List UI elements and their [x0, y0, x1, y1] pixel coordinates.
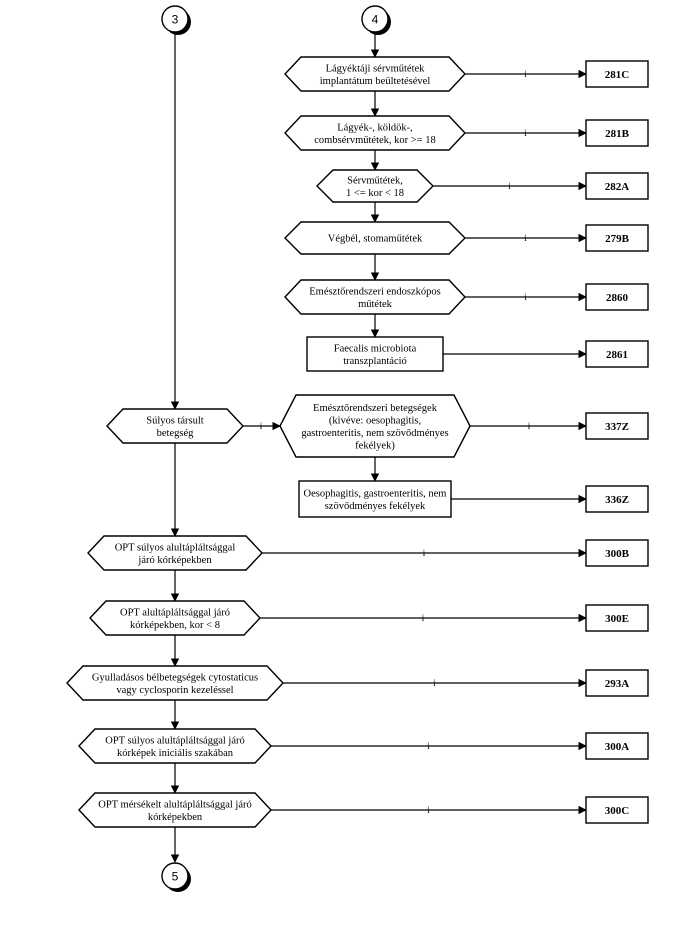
code-box-293A-text: 293A — [605, 678, 630, 690]
code-box-279B — [585, 224, 649, 252]
code-box-337Z-text: 337Z — [605, 421, 629, 433]
decision-right-2 — [316, 169, 434, 203]
code-box-2861 — [585, 340, 649, 368]
decision-right-3 — [284, 221, 466, 255]
decision-left-1 — [89, 600, 261, 636]
connector-5 — [161, 862, 189, 890]
code-box-281C-text: 281C — [605, 69, 630, 81]
decision-digestive-diseases-label: Emésztőrendszeri betegségek(kivéve: oeso… — [301, 403, 448, 452]
code-box-300C — [585, 796, 649, 824]
code-box-281B-text: 281B — [605, 128, 630, 140]
decision-right-1 — [284, 115, 466, 151]
code-box-336Z — [585, 485, 649, 513]
code-box-300A-text: 300A — [605, 741, 630, 753]
yes-tick-right-4: i — [524, 292, 527, 302]
code-box-2860-text: 2860 — [606, 292, 629, 304]
connector-4-label: 4 — [372, 13, 379, 27]
decision-right-0 — [284, 56, 466, 92]
decision-right-2-label: Sérvműtétek,1 <= kor < 18 — [346, 175, 404, 199]
code-box-2860 — [585, 283, 649, 311]
decision-left-3 — [78, 728, 272, 764]
decision-right-3-label: Végbél, stomaműtétek — [328, 234, 423, 245]
yes-tick-digestive: i — [528, 421, 531, 431]
code-box-336Z-text: 336Z — [605, 494, 629, 506]
code-box-279B-text: 279B — [605, 233, 630, 245]
yes-tick-left-2: i — [433, 678, 436, 688]
connector-5-label: 5 — [172, 870, 179, 884]
yes-tick-associated: i — [260, 421, 263, 431]
yes-tick-left-0: i — [423, 548, 426, 558]
code-box-281C — [585, 60, 649, 88]
yes-tick-left-3: i — [427, 741, 430, 751]
connector-3 — [161, 5, 189, 33]
code-box-282A — [585, 172, 649, 200]
decision-left-2 — [66, 665, 284, 701]
decision-associated-disease — [106, 408, 244, 444]
code-box-337Z — [585, 412, 649, 440]
process-right-5 — [306, 336, 444, 372]
decision-digestive-diseases — [279, 394, 471, 458]
code-box-293A — [585, 669, 649, 697]
yes-tick-right-1: i — [524, 128, 527, 138]
decision-left-4 — [78, 792, 272, 828]
code-box-300B — [585, 539, 649, 567]
code-box-300C-text: 300C — [605, 805, 630, 817]
code-box-300E-text: 300E — [605, 613, 629, 625]
yes-tick-left-4: i — [427, 805, 430, 815]
yes-tick-left-1: i — [422, 613, 425, 623]
decision-right-4 — [284, 279, 466, 315]
yes-tick-right-3: i — [524, 233, 527, 243]
yes-tick-right-0: i — [524, 69, 527, 79]
code-box-282A-text: 282A — [605, 181, 630, 193]
code-box-300A — [585, 732, 649, 760]
process-oesophagitis — [298, 480, 452, 518]
code-box-2861-text: 2861 — [606, 349, 628, 361]
code-box-281B — [585, 119, 649, 147]
code-box-300E — [585, 604, 649, 632]
connector-3-label: 3 — [172, 13, 179, 27]
edges-layer — [170, 32, 587, 863]
decision-right-1-label: Lágyék-, köldök-,combsérvműtétek, kor >=… — [314, 122, 435, 146]
yes-tick-right-2: i — [508, 181, 511, 191]
connector-4 — [361, 5, 389, 33]
code-box-300B-text: 300B — [605, 548, 630, 560]
decision-left-0 — [87, 535, 263, 571]
